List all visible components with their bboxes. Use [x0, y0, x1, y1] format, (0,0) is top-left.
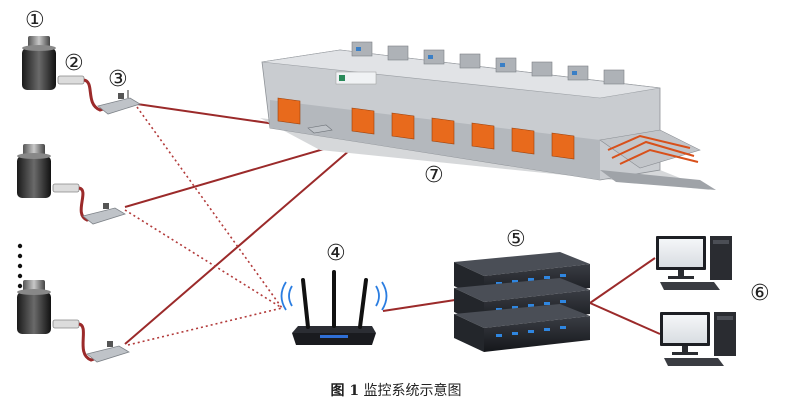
sensor-unit-3	[17, 280, 130, 363]
server-stack	[454, 252, 590, 352]
sensor-cylinder	[22, 36, 56, 90]
label-machine: ⑦	[424, 163, 444, 188]
label-transmitter: ③	[108, 67, 128, 92]
label-sensor: ①	[25, 8, 45, 33]
sensor-unit-2	[17, 144, 126, 225]
label-server: ⑤	[506, 227, 526, 252]
sensor-unit-1	[22, 36, 141, 115]
wireless-transmitter	[97, 90, 141, 115]
client-computer-1	[656, 236, 732, 290]
roof-units	[351, 41, 625, 85]
label-client: ⑥	[750, 281, 770, 306]
figure-title: 监控系统示意图	[363, 383, 462, 399]
label-router: ④	[326, 241, 346, 266]
cable-connector	[57, 75, 113, 112]
wireless-router	[280, 270, 388, 345]
wireless-links	[124, 106, 283, 346]
wifi-signal-icon	[280, 281, 388, 311]
figure-caption: 图 1 监控系统示意图	[0, 380, 792, 400]
client-computer-2	[660, 312, 736, 366]
production-line-machine	[260, 41, 716, 190]
label-cable: ②	[64, 51, 84, 76]
figure-number: 图 1	[330, 383, 360, 399]
ellipsis-dots	[17, 243, 23, 289]
orange-doors	[277, 97, 575, 160]
